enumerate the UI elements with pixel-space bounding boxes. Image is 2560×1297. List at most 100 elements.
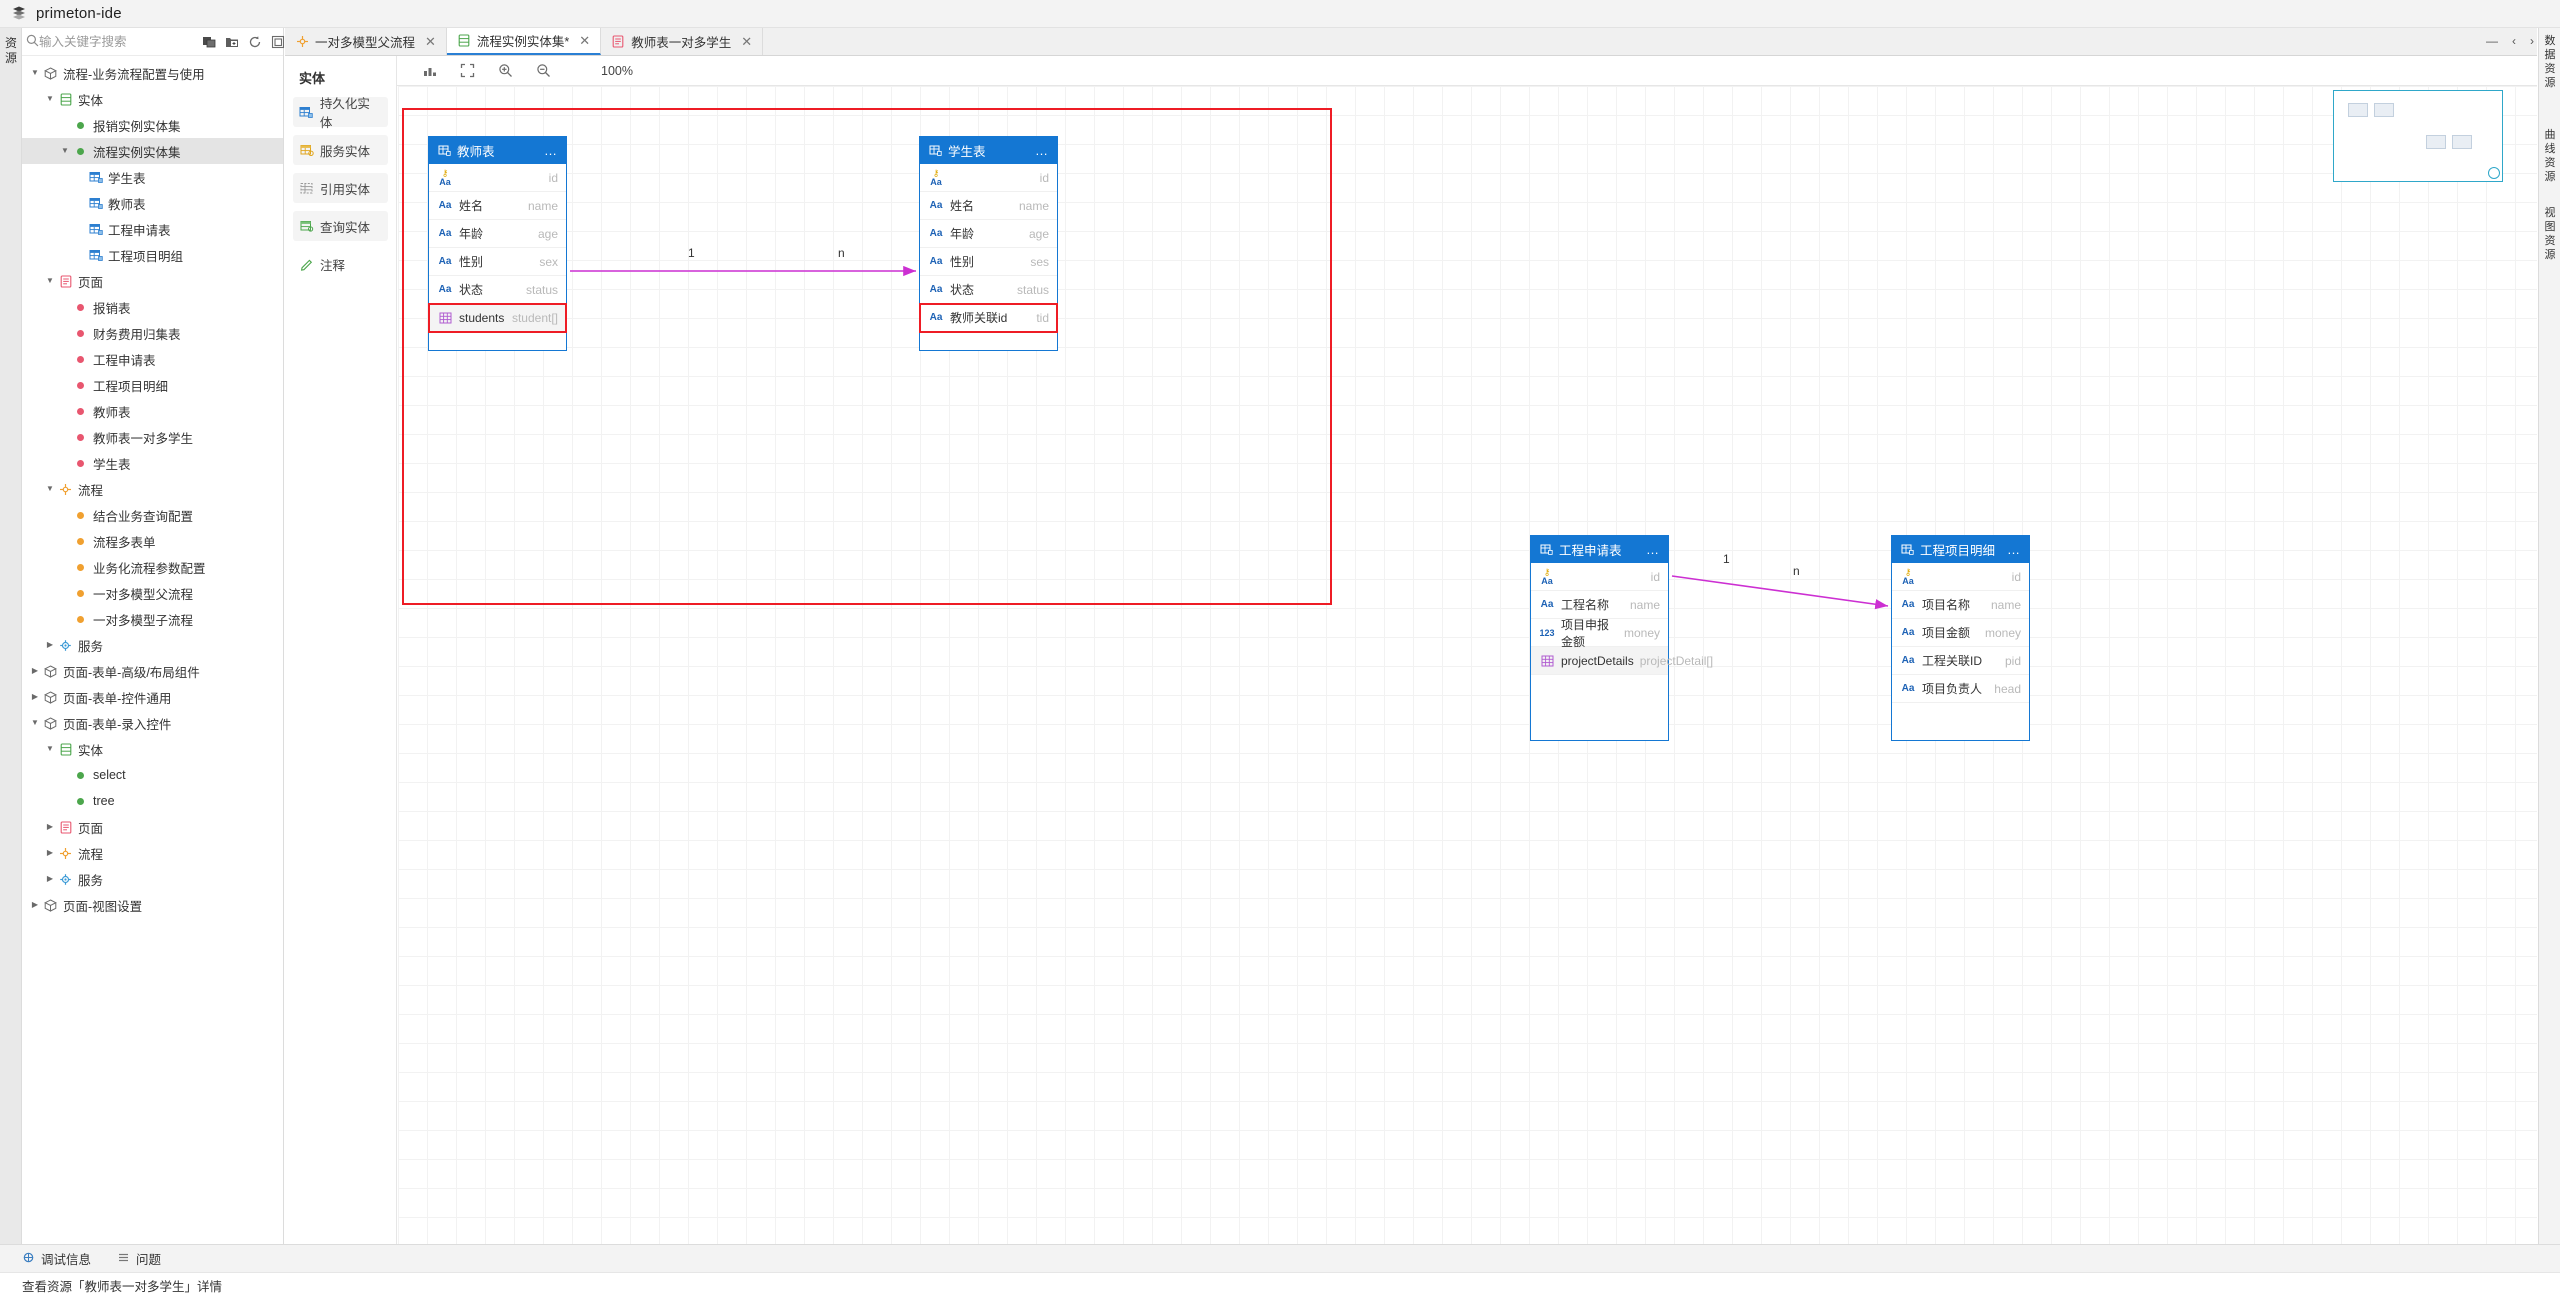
tree-item-p-xsb[interactable]: 学生表 [22,450,283,476]
tree-item-entity-group[interactable]: ▼实体 [22,86,283,112]
tab-close-icon[interactable]: ✕ [741,33,753,49]
tree-item-p-gcsq[interactable]: 工程申请表 [22,346,283,372]
next-icon[interactable]: › [2530,34,2534,48]
tree-item-p-caiwu[interactable]: 财务费用归集表 [22,320,283,346]
tree-item-f-1nzi[interactable]: 一对多模型子流程 [22,606,283,632]
editor-tab-1[interactable]: 流程实例实体集*✕ [446,28,602,55]
tree-item-f-lcdbd[interactable]: 流程多表单 [22,528,283,554]
fullscreen-icon[interactable] [457,61,477,81]
entity-card-header[interactable]: 工程申请表… [1531,536,1668,563]
problems-tab[interactable]: 问题 [117,1249,161,1268]
minimap-overview[interactable] [2333,90,2503,182]
entity-card-header[interactable]: 教师表… [429,137,566,164]
twisty-collapsed-icon[interactable]: ▶ [31,692,39,701]
twisty-expanded-icon[interactable]: ▼ [31,718,39,727]
palette-item-1[interactable]: 服务实体 [293,135,388,165]
tree-item-liucheng-set[interactable]: ▼流程实例实体集 [22,138,283,164]
twisty-collapsed-icon[interactable]: ▶ [46,822,54,831]
refresh-icon[interactable] [246,33,263,50]
editor-tab-0[interactable]: 一对多模型父流程✕ [285,28,447,55]
tree-item-luru-flow[interactable]: ▶流程 [22,840,283,866]
twisty-expanded-icon[interactable]: ▼ [46,744,54,753]
tree-item-gongchengxiangmu[interactable]: 工程项目明组 [22,242,283,268]
twisty-collapsed-icon[interactable]: ▶ [31,666,39,675]
palette-item-0[interactable]: 持久化实体 [293,97,388,130]
zoom-level-label[interactable]: 100% [601,63,633,78]
twisty-expanded-icon[interactable]: ▼ [46,276,54,285]
palette-item-4[interactable]: 注释 [293,249,388,279]
tree-item-p-gcxm[interactable]: 工程项目明细 [22,372,283,398]
tree-item-f-jhyw[interactable]: 结合业务查询配置 [22,502,283,528]
tree-item-root[interactable]: ▼流程-业务流程配置与使用 [22,60,283,86]
bar-chart-icon[interactable] [419,61,439,81]
tree-item-luru-tree[interactable]: tree [22,788,283,814]
twisty-expanded-icon[interactable]: ▼ [46,94,54,103]
prev-icon[interactable]: ‹ [2512,34,2516,48]
palette-item-3[interactable]: 查询实体 [293,211,388,241]
tree-item-gongchengshenqing[interactable]: 工程申请表 [22,216,283,242]
new-folder-icon[interactable] [223,33,240,50]
card-menu-icon[interactable]: … [2007,542,2021,557]
tree-item-pkg-luru[interactable]: ▼页面-表单-录入控件 [22,710,283,736]
editor-tab-2[interactable]: 教师表一对多学生✕ [601,28,764,55]
tree-item-xueshengbiao[interactable]: 学生表 [22,164,283,190]
tab-close-icon[interactable]: ✕ [579,32,591,48]
zoom-out-icon[interactable] [533,61,553,81]
tree-item-pkg-shitu[interactable]: ▶页面-视图设置 [22,892,283,918]
tree-item-flow-group[interactable]: ▼流程 [22,476,283,502]
palette-item-2[interactable]: 引用实体 [293,173,388,203]
right-strip-group-2[interactable]: 曲线资源 [2544,129,2556,183]
left-activity-strip[interactable]: 资源 [0,28,22,1269]
tree-item-p-jsb-1n[interactable]: 教师表一对多学生 [22,424,283,450]
tab-close-icon[interactable]: ✕ [425,33,436,49]
zoom-in-icon[interactable] [495,61,515,81]
tree-item-page-group[interactable]: ▼页面 [22,268,283,294]
debug-info-tab[interactable]: 调试信息 [22,1249,91,1268]
tree-item-pkg-kongjian[interactable]: ▶页面-表单-控件通用 [22,684,283,710]
card-menu-icon[interactable]: … [544,143,558,158]
search-input[interactable] [39,34,200,49]
twisty-expanded-icon[interactable]: ▼ [61,146,69,155]
right-strip-group-3[interactable]: 视图资源 [2544,207,2556,261]
twisty-collapsed-icon[interactable]: ▶ [46,640,54,649]
link-editor-icon[interactable] [200,33,217,50]
relation-connector[interactable] [1671,575,1889,610]
entity-card-header[interactable]: 工程项目明细… [1892,536,2029,563]
card-menu-icon[interactable]: … [1646,542,1660,557]
tree-item-p-baoxiao[interactable]: 报销表 [22,294,283,320]
tree-item-baoxiao-set[interactable]: 报销实例实体集 [22,112,283,138]
tree-item-luru-svc[interactable]: ▶服务 [22,866,283,892]
twisty-collapsed-icon[interactable]: ▶ [46,874,54,883]
tree-item-luru-entity[interactable]: ▼实体 [22,736,283,762]
tree-item-svc-group[interactable]: ▶服务 [22,632,283,658]
entity-card-header[interactable]: 学生表… [920,137,1057,164]
tree-item-luru-select[interactable]: select [22,762,283,788]
card-menu-icon[interactable]: … [1035,143,1049,158]
minimap-resize-handle[interactable] [2488,167,2500,179]
minimize-icon[interactable]: — [2486,34,2498,48]
twisty-expanded-icon[interactable]: ▼ [31,68,39,77]
